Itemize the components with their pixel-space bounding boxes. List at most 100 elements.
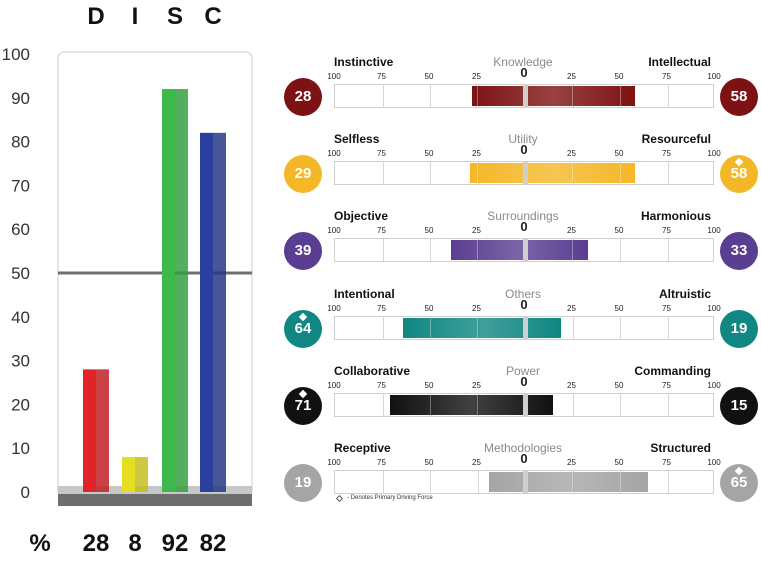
scale-tick-label: 25 <box>472 72 481 81</box>
grid-line <box>430 471 431 493</box>
driver-name: Surroundings <box>487 209 559 223</box>
bar-shade-c <box>213 132 226 492</box>
bar-c <box>200 132 213 492</box>
scale-tick-label: 75 <box>377 226 386 235</box>
grid-line <box>667 239 669 261</box>
grid-line <box>572 394 574 416</box>
reference-line <box>58 271 252 275</box>
bar-shadow-i <box>135 456 148 492</box>
footnote: - Denotes Primary Driving Force <box>335 494 433 502</box>
driver-bar-track <box>334 393 714 417</box>
left-score: 39 <box>294 242 312 259</box>
scale-tick-label: 100 <box>327 381 341 390</box>
left-score: 19 <box>294 474 312 491</box>
driver-bar-others <box>403 318 562 338</box>
scale-tick-label: 0 <box>520 142 528 157</box>
y-tick-label: 50 <box>11 264 30 283</box>
scale-tick-label: 25 <box>567 458 576 467</box>
scale-tick-label: 75 <box>662 72 671 81</box>
scale-tick-label: 75 <box>662 304 671 313</box>
bar-shadow-s <box>175 89 188 492</box>
bar-shade-d <box>96 369 109 492</box>
fill-grid-line <box>619 472 621 492</box>
fill-grid-line <box>572 163 574 183</box>
scale-tick-label: 50 <box>614 381 624 390</box>
fill-grid-line <box>477 240 479 260</box>
scale-tick-label: 25 <box>567 72 576 81</box>
driver-name: Power <box>505 364 540 378</box>
scale-tick-label: 50 <box>424 304 434 313</box>
center-line <box>522 317 528 339</box>
grid-line <box>382 162 384 184</box>
right-score: 58 <box>730 165 748 182</box>
scale-tick-label: 25 <box>472 226 481 235</box>
grid-line <box>430 239 431 261</box>
scale-tick-label: 25 <box>567 304 576 313</box>
right-score: 15 <box>730 397 748 414</box>
driver-bar-knowledge <box>471 86 636 106</box>
scale-tick-label: 100 <box>707 381 721 390</box>
y-tick-label: 70 <box>11 176 30 195</box>
driver-right-label: Harmonious <box>640 209 711 223</box>
scale-tick-label: 50 <box>424 226 434 235</box>
driver-bar-track <box>334 470 714 494</box>
scale-tick-label: 50 <box>614 304 624 313</box>
driver-left-label: Receptive <box>334 441 391 455</box>
fill-grid-line <box>429 395 431 415</box>
y-tick-label: 10 <box>11 439 30 458</box>
driver-bar-track <box>334 161 714 185</box>
fill-grid-line <box>477 318 479 338</box>
bar-shadow-c <box>213 132 226 492</box>
y-tick-label: 0 <box>21 483 30 502</box>
driver-name: Utility <box>508 132 538 146</box>
grid-line <box>477 471 479 493</box>
bar-d <box>83 369 96 492</box>
value-label-d: 28 <box>83 530 110 557</box>
scale-tick-label: 0 <box>520 219 528 234</box>
driver-right-label: Resourceful <box>641 132 711 146</box>
grid-line <box>382 317 384 339</box>
right-score: 65 <box>730 474 748 491</box>
percent-label: % <box>29 530 50 557</box>
grid-line <box>667 317 669 339</box>
fill-grid-line <box>572 86 574 106</box>
y-tick-label: 100 <box>2 45 30 64</box>
driver-bar-power <box>390 395 554 415</box>
y-tick-label: 20 <box>11 395 30 414</box>
bar-shade-s <box>175 89 188 492</box>
scale-tick-label: 100 <box>707 458 721 467</box>
y-tick-label: 40 <box>11 308 30 327</box>
right-score-circle: 33 <box>720 232 758 270</box>
scale-tick-label: 25 <box>567 149 576 158</box>
y-tick-label: 30 <box>11 352 30 371</box>
bar-shadow-d <box>96 369 109 492</box>
bar-i <box>122 456 135 492</box>
scale-tick-label: 50 <box>424 149 434 158</box>
scale-tick-label: 50 <box>614 149 624 158</box>
scale-tick-label: 25 <box>567 226 576 235</box>
scale-tick-label: 50 <box>614 458 624 467</box>
driver-right-label: Structured <box>650 441 711 455</box>
category-label-c: C <box>204 3 221 30</box>
driver-bar-surroundings <box>450 240 588 260</box>
right-score: 19 <box>730 320 748 337</box>
scale-tick-label: 25 <box>472 458 481 467</box>
driver-right-label: Commanding <box>634 364 711 378</box>
grid-line <box>667 471 669 493</box>
fill-grid-line <box>619 163 621 183</box>
scale-tick-label: 75 <box>377 72 386 81</box>
fill-grid-line <box>429 318 431 338</box>
driver-right-label: Intellectual <box>648 55 711 69</box>
driver-left-label: Objective <box>334 209 389 223</box>
right-score-circle: 65 <box>720 464 758 502</box>
grid-line <box>667 85 669 107</box>
right-score-circle: 19 <box>720 310 758 348</box>
